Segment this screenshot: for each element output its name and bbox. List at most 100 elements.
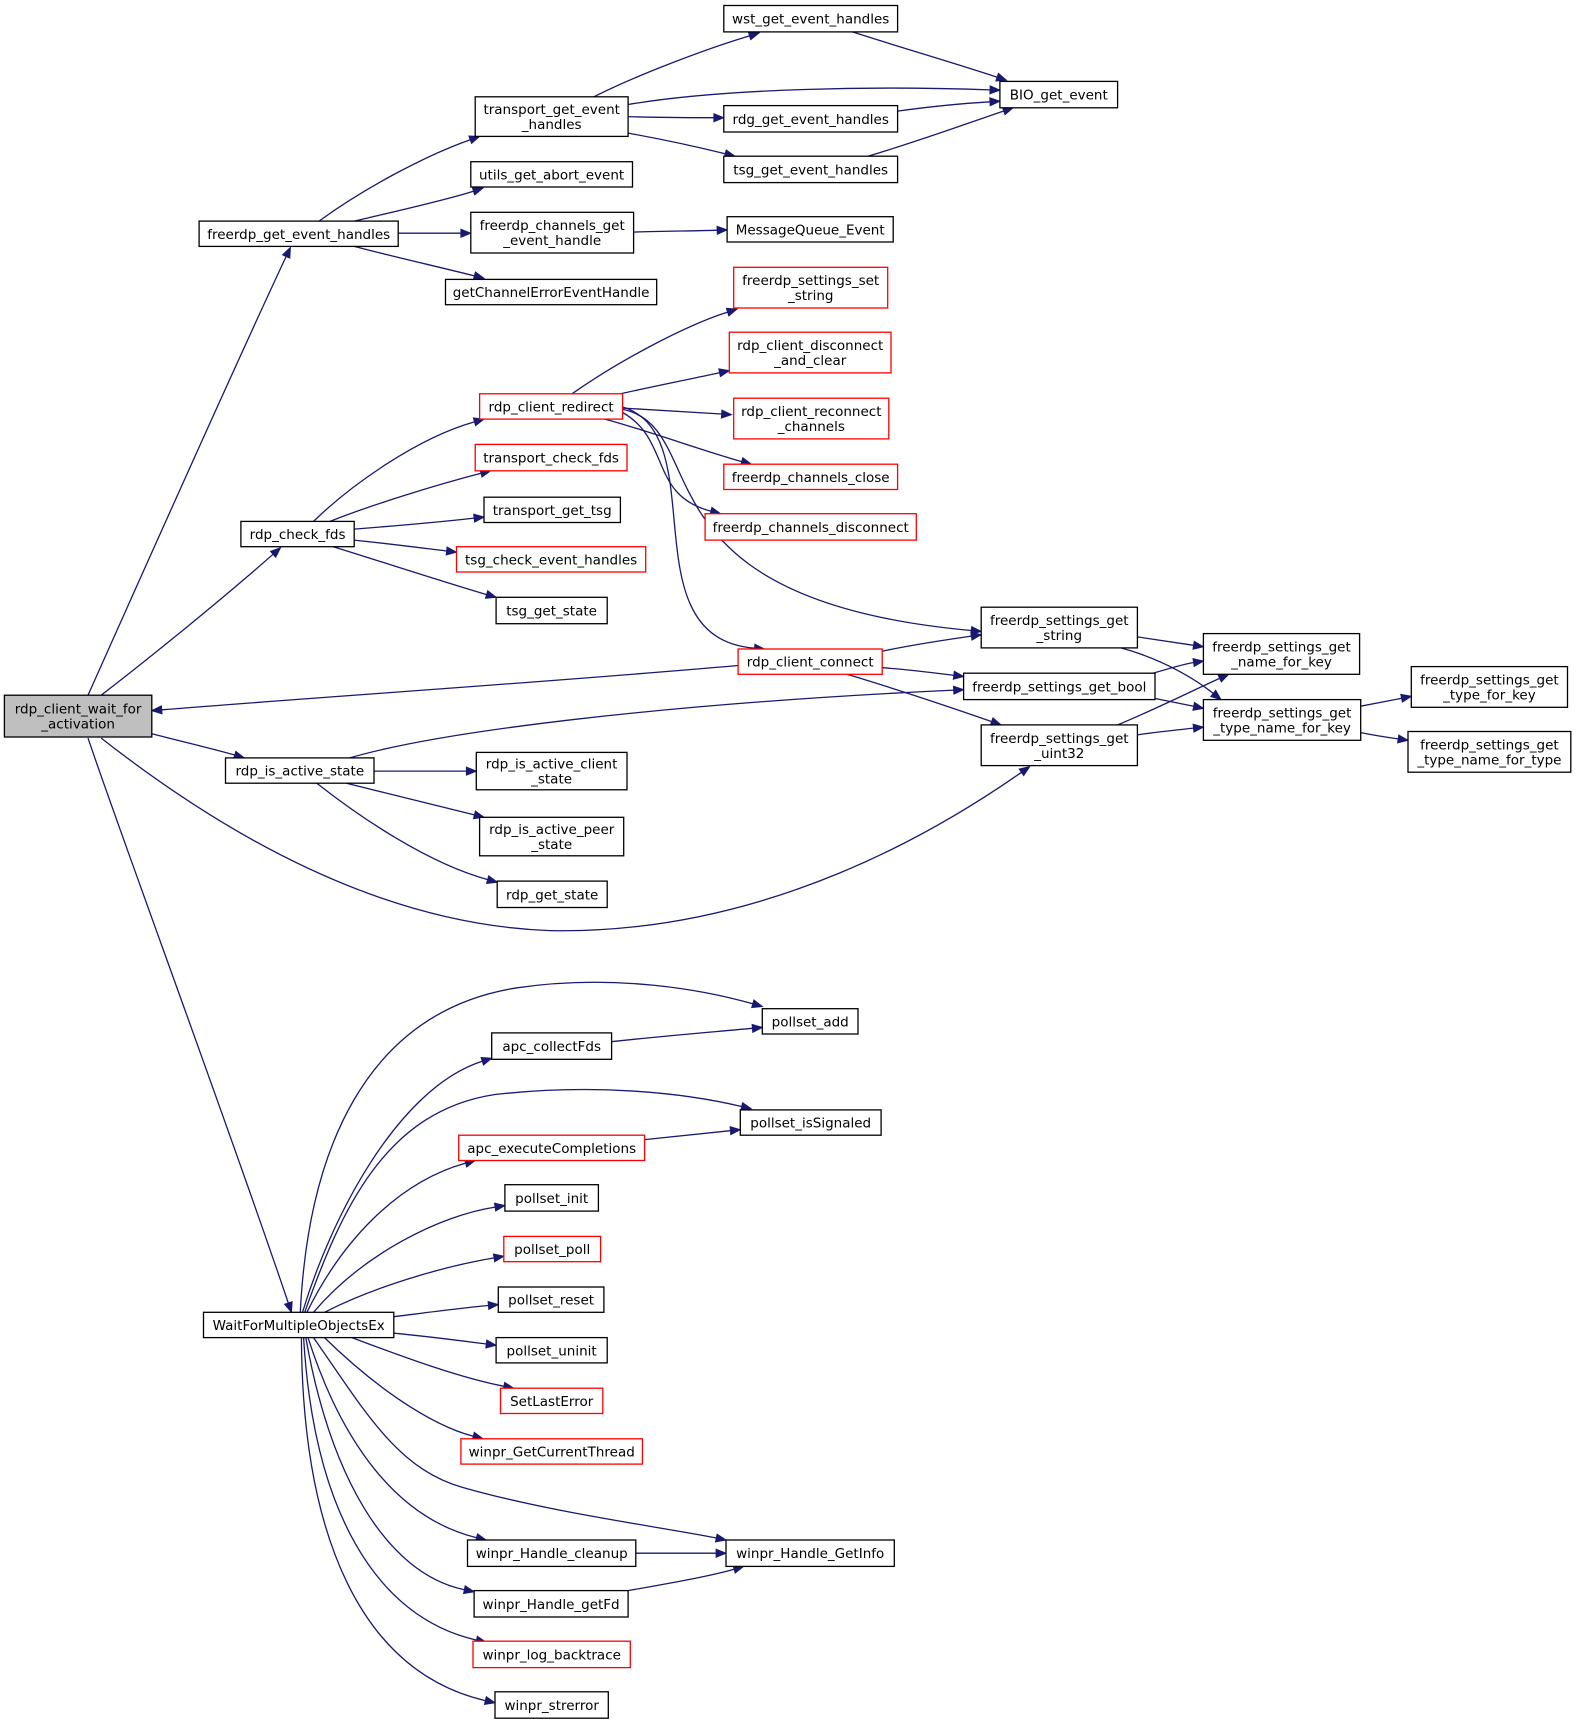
node-freerdp_get_event_handles[interactable]: freerdp_get_event_handles: [198, 220, 399, 248]
node-label: winpr_Handle_GetInfo: [736, 1546, 884, 1562]
node-winpr_Handle_GetInfo[interactable]: winpr_Handle_GetInfo: [725, 1539, 895, 1568]
edge-freerdp_settings_get_uint32-to-freerdp_settings_get_type_name_for_key: [1137, 723, 1205, 736]
node-box: [733, 266, 889, 309]
node-rdp_client_connect[interactable]: rdp_client_connect: [737, 648, 883, 675]
node-rdp_client_redirect[interactable]: rdp_client_redirect: [478, 393, 624, 420]
edge-line: [897, 101, 991, 112]
node-label: freerdp_settings_get: [1420, 737, 1559, 753]
node-wst_get_event_handles[interactable]: wst_get_event_handles: [723, 4, 899, 33]
edge-line: [324, 1257, 495, 1313]
edge-line: [307, 1337, 477, 1539]
edge-transport_get_event_handles-to-wst_get_event_handles: [593, 31, 761, 98]
node-freerdp_settings_get_type_name_for_key[interactable]: freerdp_settings_get_type_name_for_key: [1202, 698, 1362, 741]
node-label: tsg_check_event_handles: [465, 552, 637, 568]
node-box: [466, 1539, 637, 1568]
node-label: freerdp_channels_close: [732, 470, 890, 486]
node-box: [723, 104, 899, 133]
node-MessageQueue_Event[interactable]: MessageQueue_Event: [726, 216, 894, 243]
node-box: [494, 1691, 609, 1719]
edge-line: [318, 139, 471, 222]
edge-freerdp_settings_get_string-to-freerdp_settings_get_type_name_for_key: [1120, 647, 1223, 701]
node-pollset_reset[interactable]: pollset_reset: [497, 1286, 605, 1313]
node-pollset_uninit[interactable]: pollset_uninit: [495, 1336, 608, 1364]
node-rdp_is_active_peer_state[interactable]: rdp_is_active_peer_state: [478, 816, 625, 857]
node-tsg_get_event_handles[interactable]: tsg_get_event_handles: [723, 155, 899, 184]
node-freerdp_settings_set_string[interactable]: freerdp_settings_set_string: [733, 266, 889, 309]
edge-winpr_Handle_cleanup-to-winpr_Handle_GetInfo: [635, 1548, 728, 1558]
node-freerdp_channels_disconnect[interactable]: freerdp_channels_disconnect: [704, 513, 917, 541]
node-box: [202, 1311, 395, 1339]
edge-line: [329, 472, 482, 523]
node-utils_get_abort_event[interactable]: utils_get_abort_event: [470, 161, 634, 188]
node-apc_executeCompletions[interactable]: apc_executeCompletions: [458, 1134, 646, 1162]
node-winpr_GetCurrentThread[interactable]: winpr_GetCurrentThread: [460, 1438, 644, 1465]
node-rdp_client_reconnect_channels[interactable]: rdp_client_reconnect_channels: [733, 397, 890, 440]
edge-rdp_client_redirect-to-rdp_client_disconnect_and_clear: [620, 368, 731, 395]
node-winpr_strerror[interactable]: winpr_strerror: [494, 1691, 609, 1719]
node-box: [470, 211, 635, 254]
arrowhead-icon: [269, 546, 282, 559]
node-box: [723, 155, 899, 184]
node-label: rdp_check_fds: [250, 527, 346, 543]
edge-rdp_client_wait_for_activation-to-freerdp_settings_get_uint32: [100, 737, 1031, 932]
node-freerdp_settings_get_bool[interactable]: freerdp_settings_get_bool: [962, 672, 1156, 701]
node-freerdp_settings_get_string[interactable]: freerdp_settings_get_string: [980, 606, 1139, 649]
node-rdp_check_fds[interactable]: rdp_check_fds: [240, 520, 355, 548]
edge-line: [354, 517, 475, 530]
node-freerdp_settings_get_type_name_for_type[interactable]: freerdp_settings_get_type_name_for_type: [1407, 730, 1572, 773]
node-box: [198, 220, 399, 248]
node-SetLastError[interactable]: SetLastError: [499, 1387, 604, 1415]
node-freerdp_settings_get_uint32[interactable]: freerdp_settings_get_uint32: [980, 724, 1139, 767]
edge-apc_collectFds-to-pollset_add: [611, 1023, 764, 1043]
node-label: transport_check_fds: [483, 451, 619, 467]
node-rdp_get_state[interactable]: rdp_get_state: [496, 880, 608, 909]
node-label: _state: [530, 772, 572, 788]
node-box: [704, 513, 917, 541]
node-apc_collectFds[interactable]: apc_collectFds: [491, 1032, 613, 1060]
node-winpr_Handle_cleanup[interactable]: winpr_Handle_cleanup: [466, 1539, 637, 1568]
arrowhead-icon: [445, 546, 458, 556]
node-pollset_init[interactable]: pollset_init: [504, 1184, 600, 1212]
edge-freerdp_get_event_handles-to-transport_get_event_handles: [318, 135, 481, 222]
arrowhead-icon: [1192, 701, 1205, 711]
edge-line: [393, 1304, 489, 1318]
node-rdp_is_active_client_state[interactable]: rdp_is_active_client_state: [475, 751, 628, 791]
edge-rdg_get_event_handles-to-BIO_get_event: [897, 97, 1002, 112]
node-WaitForMultipleObjectsEx[interactable]: WaitForMultipleObjectsEx: [202, 1311, 395, 1339]
node-transport_check_fds[interactable]: transport_check_fds: [474, 443, 628, 472]
edge-rdp_client_connect-to-rdp_client_wait_for_activation: [150, 664, 739, 715]
node-winpr_Handle_getFd[interactable]: winpr_Handle_getFd: [473, 1589, 629, 1618]
node-box: [723, 4, 899, 33]
arrowhead-icon: [989, 97, 1002, 107]
node-freerdp_channels_get_event_handle[interactable]: freerdp_channels_get_event_handle: [470, 211, 635, 254]
edge-line: [393, 1332, 487, 1345]
node-label: winpr_strerror: [504, 1698, 599, 1714]
node-label: freerdp_settings_get: [1420, 673, 1559, 689]
node-pollset_poll[interactable]: pollset_poll: [503, 1235, 602, 1263]
edge-rdp_check_fds-to-transport_get_tsg: [354, 513, 486, 530]
node-winpr_log_backtrace[interactable]: winpr_log_backtrace: [472, 1640, 631, 1669]
node-rdp_is_active_state[interactable]: rdp_is_active_state: [224, 757, 375, 784]
node-freerdp_settings_get_type_for_key[interactable]: freerdp_settings_get_type_for_key: [1410, 665, 1569, 708]
node-rdp_client_disconnect_and_clear[interactable]: rdp_client_disconnect_and_clear: [728, 331, 892, 374]
node-pollset_isSignaled[interactable]: pollset_isSignaled: [739, 1109, 882, 1136]
node-transport_get_tsg[interactable]: transport_get_tsg: [483, 496, 622, 524]
node-freerdp_settings_get_name_for_key[interactable]: freerdp_settings_get_name_for_key: [1202, 632, 1361, 675]
node-transport_get_event_handles[interactable]: transport_get_event_handles: [474, 96, 629, 138]
node-label: rdp_client_connect: [747, 655, 874, 671]
node-getChannelErrorEventHandle[interactable]: getChannelErrorEventHandle: [444, 278, 658, 306]
node-tsg_check_event_handles[interactable]: tsg_check_event_handles: [455, 546, 647, 573]
node-BIO_get_event[interactable]: BIO_get_event: [999, 80, 1119, 109]
arrowhead-icon: [715, 1548, 728, 1558]
node-pollset_add[interactable]: pollset_add: [761, 1008, 859, 1035]
node-label: _handles: [521, 117, 582, 133]
node-tsg_get_state[interactable]: tsg_get_state: [495, 596, 608, 625]
node-label: rdp_client_reconnect: [741, 404, 881, 420]
node-label: getChannelErrorEventHandle: [453, 285, 650, 301]
node-freerdp_channels_close[interactable]: freerdp_channels_close: [723, 463, 899, 491]
edge-rdp_client_wait_for_activation-to-WaitForMultipleObjectsEx: [87, 737, 293, 1314]
edge-line: [313, 421, 475, 522]
node-rdg_get_event_handles[interactable]: rdg_get_event_handles: [723, 104, 899, 133]
node-rdp_client_wait_for_activation[interactable]: rdp_client_wait_for_activation: [3, 694, 153, 738]
